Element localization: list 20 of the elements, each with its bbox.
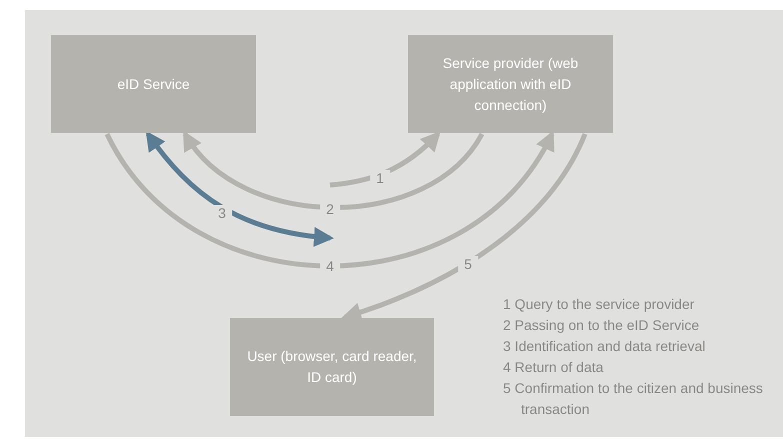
arrow — [104, 130, 554, 268]
legend-note: 4 Return of data — [503, 358, 604, 377]
box-label: User (browser, card reader, ID card) — [246, 347, 418, 387]
box-label: Service provider (web application with eID connection) — [442, 54, 580, 115]
process-box — [408, 35, 613, 133]
arrow — [330, 131, 441, 188]
edge-label: 1 — [370, 170, 390, 186]
edge-label: 3 — [212, 205, 232, 221]
process-box — [51, 35, 256, 133]
edge-label: 5 — [458, 256, 478, 272]
legend-note: 1 Query to the service provider — [503, 295, 696, 314]
arrow — [182, 130, 484, 210]
arrow — [146, 130, 334, 246]
edge-label: 4 — [320, 258, 340, 274]
process-box — [230, 318, 434, 416]
legend-note: 2 Passing on to the eID Service — [503, 316, 700, 335]
edge-label: 2 — [320, 201, 340, 217]
legend-note: 3 Identification and data retrieval — [503, 337, 706, 356]
box-label: eID Service — [117, 74, 190, 94]
legend-note: 5 Confirmation to the citizen and business transaction — [503, 379, 764, 419]
